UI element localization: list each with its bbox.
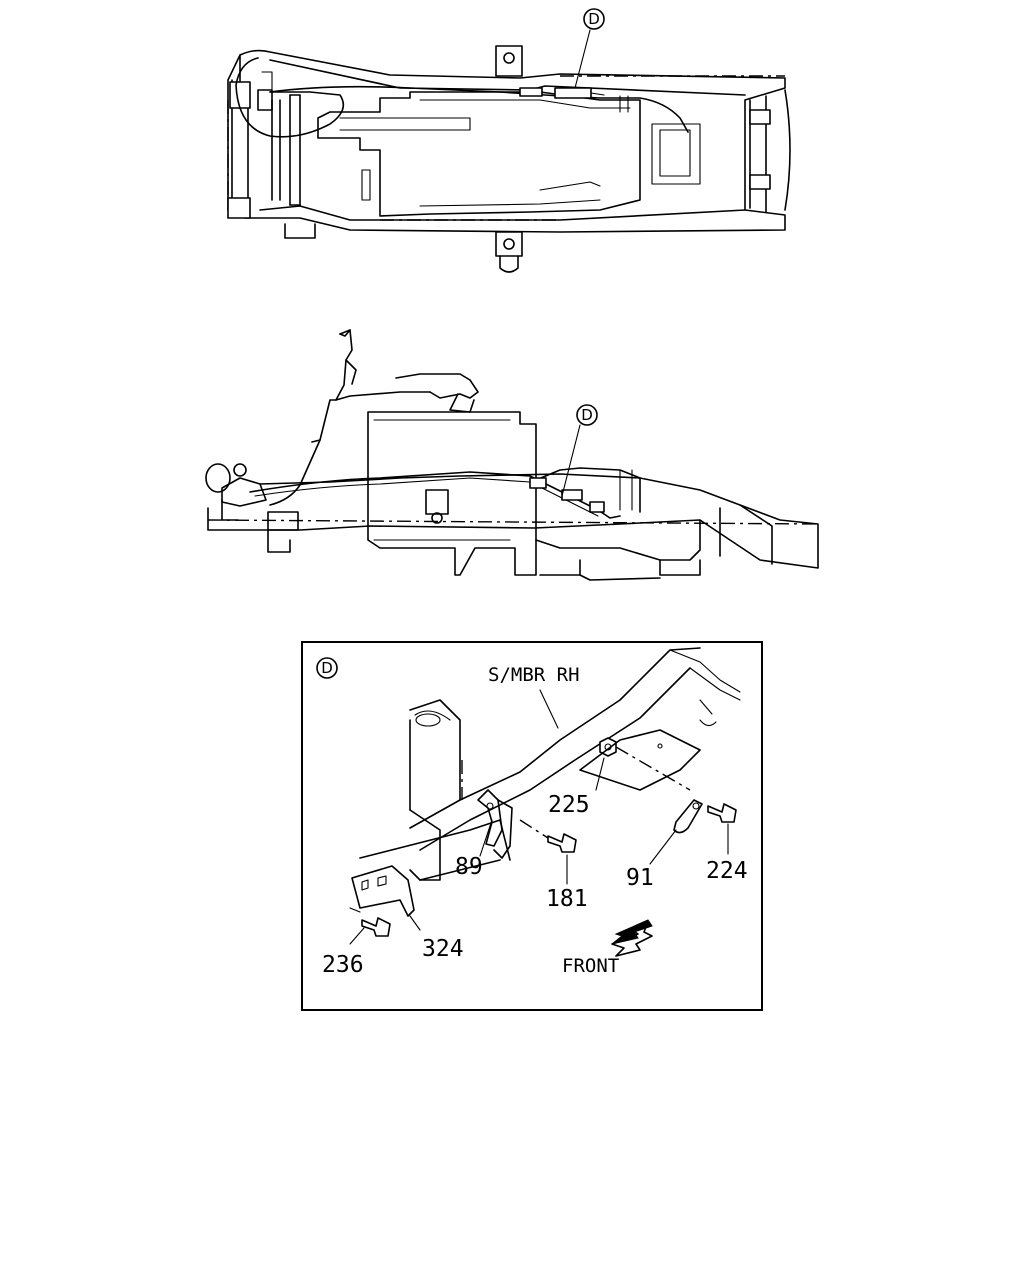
detail-panel-callout: D — [321, 659, 333, 677]
part-label-89: 89 — [455, 854, 483, 880]
part-label-91: 91 — [626, 865, 654, 891]
side-view-frame: D — [205, 329, 821, 581]
front-direction-label: FRONT — [562, 955, 619, 977]
detail-panel-d: D S/MBR RH — [301, 641, 763, 1011]
callout-d-side: D — [581, 406, 593, 424]
part-label-236: 236 — [322, 952, 364, 978]
top-view-frame: D — [227, 8, 791, 273]
part-label-224: 224 — [706, 858, 748, 884]
part-label-324: 324 — [422, 936, 464, 962]
part-label-225: 225 — [548, 792, 590, 818]
member-label: S/MBR RH — [488, 664, 580, 686]
callout-d-top: D — [588, 10, 600, 28]
part-label-181: 181 — [546, 886, 588, 912]
